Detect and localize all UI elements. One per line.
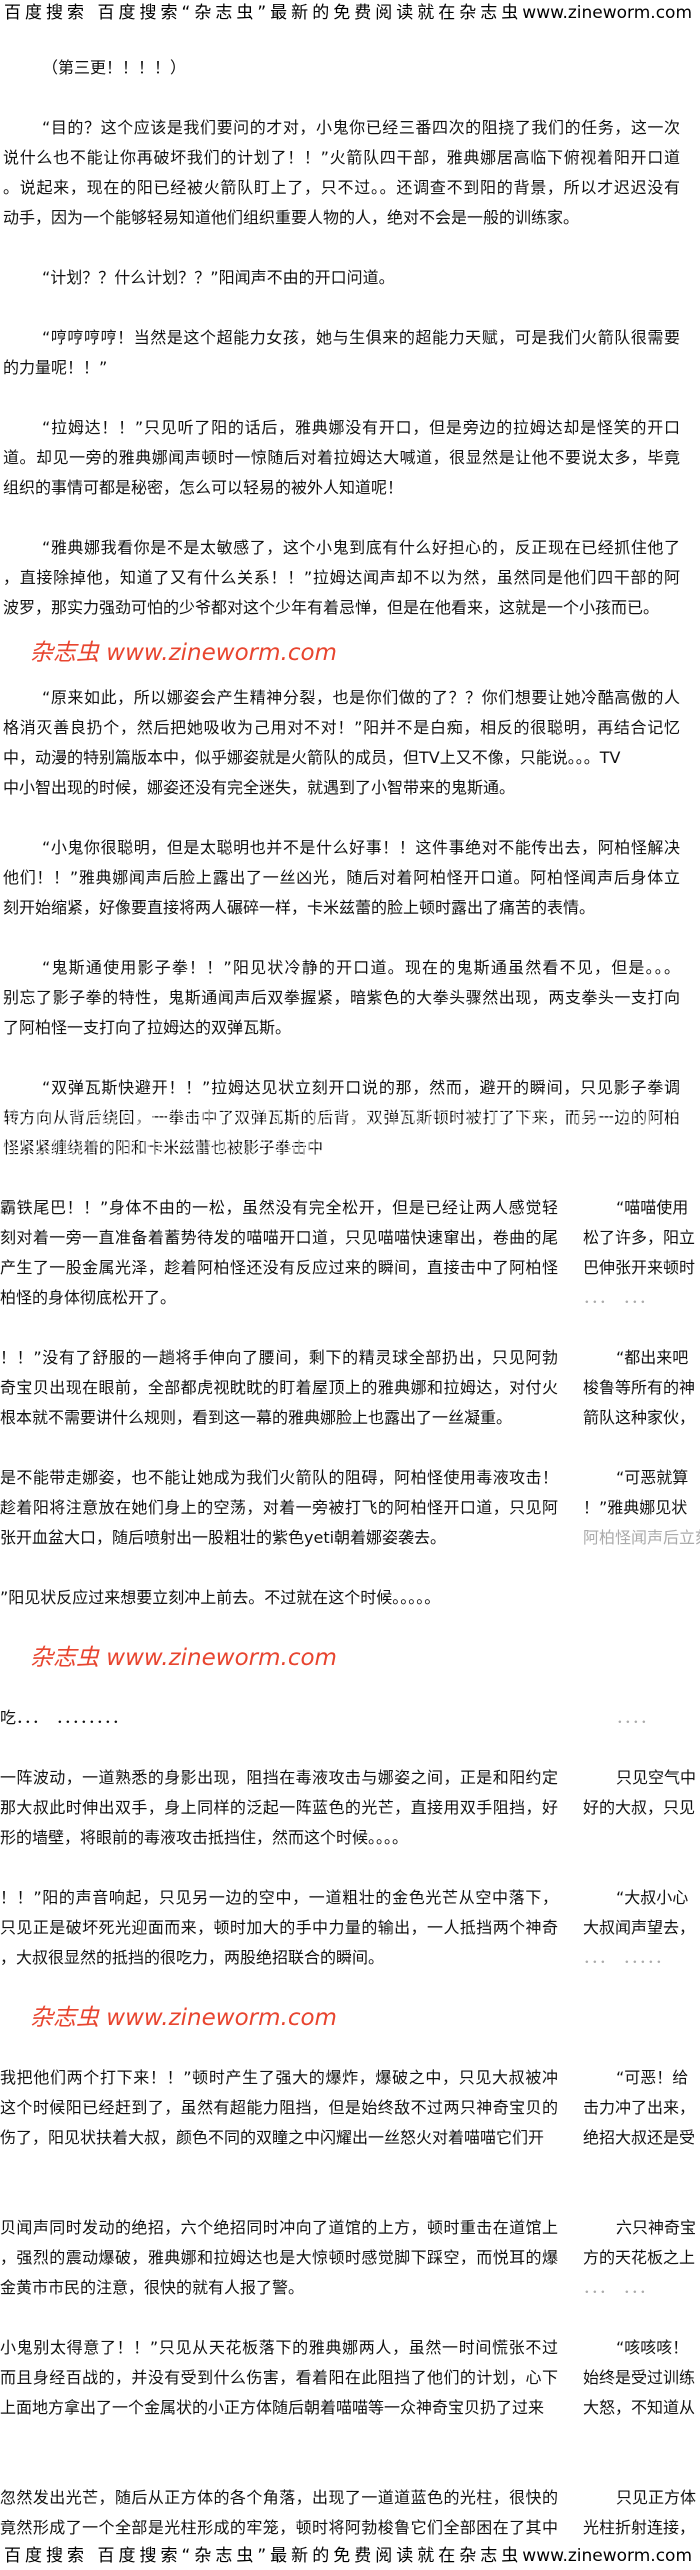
text-line: “可恶！给 <box>616 2068 689 2087</box>
text-line: ！”雅典娜见状 <box>583 1498 688 1517</box>
text-line: （第三更！！！！） <box>42 58 187 77</box>
text-line: ！！”没有了舒服的一趟将手伸向了腰间，剩下的精灵球全部扔出，只见阿勃 <box>0 1348 558 1367</box>
text-line: 忽然发出光芒，随后从正方体的各个角落，出现了一道道蓝色的光柱，很快的 <box>0 2488 558 2507</box>
text-line: 柏怪的身体彻底松开了。 <box>0 1288 177 1307</box>
text-line: “都出来吧 <box>616 1348 689 1367</box>
text-line: 中小智出现的时候，娜姿还没有完全迷失，就遇到了小智带来的鬼斯通。 <box>3 778 516 797</box>
watermark: 杂志虫 www.zineworm.com <box>30 640 337 666</box>
text-line: 说什么也不能让你再破坏我们的计划了！！”火箭队四干部，雅典娜居高临下俯视着阳开口… <box>3 148 680 167</box>
text-line: ，直接除掉他，知道了又有什么关系！！”拉姆达闻声却不以为然，虽然同是他们四干部的… <box>3 568 680 587</box>
text-line: 始终是受过训练 <box>583 2368 696 2387</box>
text-line: 奇宝贝出现在眼前，全部都虎视眈眈的盯着屋顶上的雅典娜和拉姆达，对付火 <box>0 1378 558 1397</box>
text-line: “鬼斯通使用影子拳！！”阳见状冷静的开口道。现在的鬼斯通虽然看不见，但是。。。 <box>42 958 680 977</box>
text-line: “哼哼哼哼！当然是这个超能力女孩，她与生俱来的超能力天赋，可是我们火箭队很需要 <box>42 328 680 347</box>
text-line: 金黄市市民的注意，很快的就有人报了警。 <box>0 2278 305 2297</box>
text-line: 了阿柏怪一支打向了拉姆达的双弹瓦斯。 <box>3 1018 292 1037</box>
watermark: 杂志虫 www.zineworm.com <box>30 1645 337 1671</box>
text-line: 贝闻声同时发动的绝招，六个绝招同时冲向了道馆的上方，顿时重击在道馆上 <box>0 2218 558 2237</box>
text-line: “双弹瓦斯快避开！！”拉姆达见状立刻开口说的那，然而，避开的瞬间，只见影子拳调 <box>42 1078 680 1097</box>
text-line: 。说起来，现在的阳已经被火箭队盯上了，只不过。。还调查不到阳的背景，所以才迟迟没… <box>3 178 680 197</box>
text-line: 绝招大叔还是受 <box>583 2128 696 2147</box>
text-line: 怪紧紧缠绕着的阳和卡米兹蕾也被影子拳击中 <box>3 1138 324 1157</box>
site-banner-top[interactable]: 百度搜索 百度搜索“杂志虫”最新的免费阅读就在杂志虫www.zineworm.c… <box>4 3 692 23</box>
watermark: 杂志虫 www.zineworm.com <box>30 2005 337 2031</box>
text-line: 一阵波动，一道熟悉的身影出现，阻挡在毒液攻击与娜姿之间，正是和阳约定 <box>0 1768 558 1787</box>
text-line: 是不能带走娜姿，也不能让她成为我们火箭队的阻碍，阿柏怪使用毒液攻击！ <box>0 1468 558 1487</box>
text-line: ，大叔很显然的抵挡的很吃力，两股绝招联合的瞬间。 <box>0 1948 385 1967</box>
text-line: 箭队这种家伙， <box>583 1408 696 1427</box>
text-line: 方的天花板之上 <box>583 2248 696 2267</box>
text-line: 形的墙壁，将眼前的毒液攻击抵挡住，然而这个时候。。。。 <box>0 1828 409 1847</box>
text-line: 产生了一股金属光泽，趁着阿柏怪还没有反应过来的瞬间，直接击中了阿柏怪 <box>0 1258 558 1277</box>
text-line: 竟然形成了一个全部是光柱形成的牢笼，顿时将阿勃梭鲁它们全部困在了其中 <box>0 2518 558 2537</box>
text-line: 小鬼别太得意了！！”只见从天花板落下的雅典娜两人，虽然一时间慌张不过 <box>0 2338 558 2357</box>
text-line: 霸铁尾巴！！”身体不由的一松，虽然没有完全松开，但是已经让两人感觉轻 <box>0 1198 558 1217</box>
text-line: 巴伸张开来顿时 <box>583 1258 696 1277</box>
text-line: ，强烈的震动爆破，雅典娜和拉姆达也是大惊顿时感觉脚下踩空，而悦耳的爆 <box>0 2248 558 2267</box>
text-line: ．．．． <box>616 1708 657 1727</box>
text-line: ．．． ．．．．． <box>583 1948 672 1967</box>
text-line: 刻对着一旁一直准备着蓄势待发的喵喵开口道，只见喵喵快速窜出，卷曲的尾 <box>0 1228 558 1247</box>
text-line: 趁着阳将注意放在她们身上的空荡，对着一旁被打飞的阿柏怪开口道，只见阿 <box>0 1498 558 1517</box>
text-line: 击力冲了出来， <box>583 2098 696 2117</box>
text-line: “大叔小心 <box>616 1888 689 1907</box>
text-line: 只见空气中 <box>616 1768 697 1787</box>
text-line: 动手，因为一个能够轻易知道他们组织重要人物的人，绝对不会是一般的训练家。 <box>3 208 580 227</box>
text-line: 这个时候阳已经赶到了，虽然有超能力阻挡，但是始终敌不过两只神奇宝贝的 <box>0 2098 558 2117</box>
text-line: 张开血盆大口，随后喷射出一股粗壮的紫色yeti朝着娜姿袭去。 <box>0 1528 447 1547</box>
text-line: “雅典娜我看你是不是太敏感了，这个小鬼到底有什么好担心的，反正现在已经抓住他了 <box>42 538 680 557</box>
text-line: 根本就不需要讲什么规则，看到这一幕的雅典娜脸上也露出了一丝凝重。 <box>0 1408 513 1427</box>
text-line: “喵喵使用 <box>616 1198 689 1217</box>
text-line: 波罗，那实力强劲可怕的少爷都对这个少年有着忌惮，但是在他看来，这就是一个小孩而已… <box>3 598 660 617</box>
text-line: 上面地方拿出了一个金属状的小正方体随后朝着喵喵等一众神奇宝贝扔了过来 <box>0 2398 545 2417</box>
text-line: 好的大叔，只见 <box>583 1798 696 1817</box>
text-line: 格消灭善良扔个，然后把她吸收为己用对不对！”阳并不是白痴，相反的很聪明，再结合记… <box>3 718 680 737</box>
text-line: 松了许多，阳立 <box>583 1228 696 1247</box>
text-line: ”阳见状反应过来想要立刻冲上前去。不过就在这个时候。。。。。 <box>0 1588 441 1607</box>
text-line: ．．． ．．． <box>583 1288 656 1307</box>
text-line: 阿柏怪闻声后立刻 <box>583 1528 700 1547</box>
text-line: 伤了，阳见状扶着大叔，颜色不同的双瞳之中闪耀出一丝怒火对着喵喵它们开 <box>0 2128 545 2147</box>
text-line: 的力量呢！！” <box>3 358 108 377</box>
text-line: “计划？？什么计划？？”阳闻声不由的开口问道。 <box>42 268 395 287</box>
text-line: 别忘了影子拳的特性，鬼斯通闻声后双拳握紧，暗紫色的大拳头骤然出现，两支拳头一支打… <box>3 988 680 1007</box>
text-line: “原来如此，所以娜姿会产生精神分裂，也是你们做的了？？你们想要让她冷酷高傲的人 <box>42 688 680 707</box>
text-line: 道。却见一旁的雅典娜闻声顿时一惊随后对着拉姆达大喊道，很显然是让他不要说太多，毕… <box>3 448 680 467</box>
text-line: ！！”阳的声音响起，只见另一边的空中，一道粗壮的金色光芒从空中落下， <box>0 1888 558 1907</box>
text-line: ．．． ．．． <box>583 2278 656 2297</box>
text-line: 吃．．． ．．．．．．．． <box>0 1708 129 1727</box>
text-line: 组织的事情可都是秘密，怎么可以轻易的被外人知道呢！ <box>3 478 404 497</box>
text-line: 大叔闻声望去， <box>583 1918 696 1937</box>
text-line: “目的？这个应该是我们要问的才对，小鬼你已经三番四次的阻挠了我们的任务，这一次 <box>42 118 680 137</box>
text-line: 只见正是破坏死光迎面而来，顿时加大的手中力量的输出，一人抵挡两个神奇 <box>0 1918 558 1937</box>
text-line: 只见正方体 <box>616 2488 697 2507</box>
text-line: “咳咳咳！ <box>616 2338 689 2357</box>
text-line: 刻开始缩紧，好像要直接将两人碾碎一样，卡米兹蕾的脸上顿时露出了痛苦的表情。 <box>3 898 596 917</box>
text-line: 而且身经百战的，并没有受到什么伤害，看着阳在此阻挡了他们的计划，心下 <box>0 2368 558 2387</box>
text-line: 转方向从背后绕回，一拳击中了双弹瓦斯的后背，双弹瓦斯顿时被打了下来，而另一边的阿… <box>3 1108 680 1127</box>
text-line: 我把他们两个打下来！！”顿时产生了强大的爆炸，爆破之中，只见大叔被冲 <box>0 2068 558 2087</box>
text-line: 光柱折射连接， <box>583 2518 696 2537</box>
text-line: “可恶就算 <box>616 1468 689 1487</box>
text-line: “小鬼你很聪明，但是太聪明也并不是什么好事！！这件事绝对不能传出去，阿柏怪解决 <box>42 838 680 857</box>
text-line: 中，动漫的特别篇版本中，似乎娜姿就是火箭队的成员，但TV上又不像，只能说。。。T… <box>3 748 621 767</box>
text-line: 他们！！”雅典娜闻声后脸上露出了一丝凶光，随后对着阿柏怪开口道。阿柏怪闻声后身体… <box>3 868 680 887</box>
text-line: “拉姆达！！”只见听了阳的话后，雅典娜没有开口，但是旁边的拉姆达却是怪笑的开口 <box>42 418 680 437</box>
text-line: 大怒，不知道从 <box>583 2398 696 2417</box>
text-line: 梭鲁等所有的神 <box>583 1378 696 1397</box>
text-line: 六只神奇宝 <box>616 2218 697 2237</box>
site-banner-bottom[interactable]: 百度搜索 百度搜索“杂志虫”最新的免费阅读就在杂志虫www.zineworm.c… <box>4 2546 692 2566</box>
text-line: 那大叔此时伸出双手，身上同样的泛起一阵蓝色的光芒，直接用双手阻挡，好 <box>0 1798 558 1817</box>
